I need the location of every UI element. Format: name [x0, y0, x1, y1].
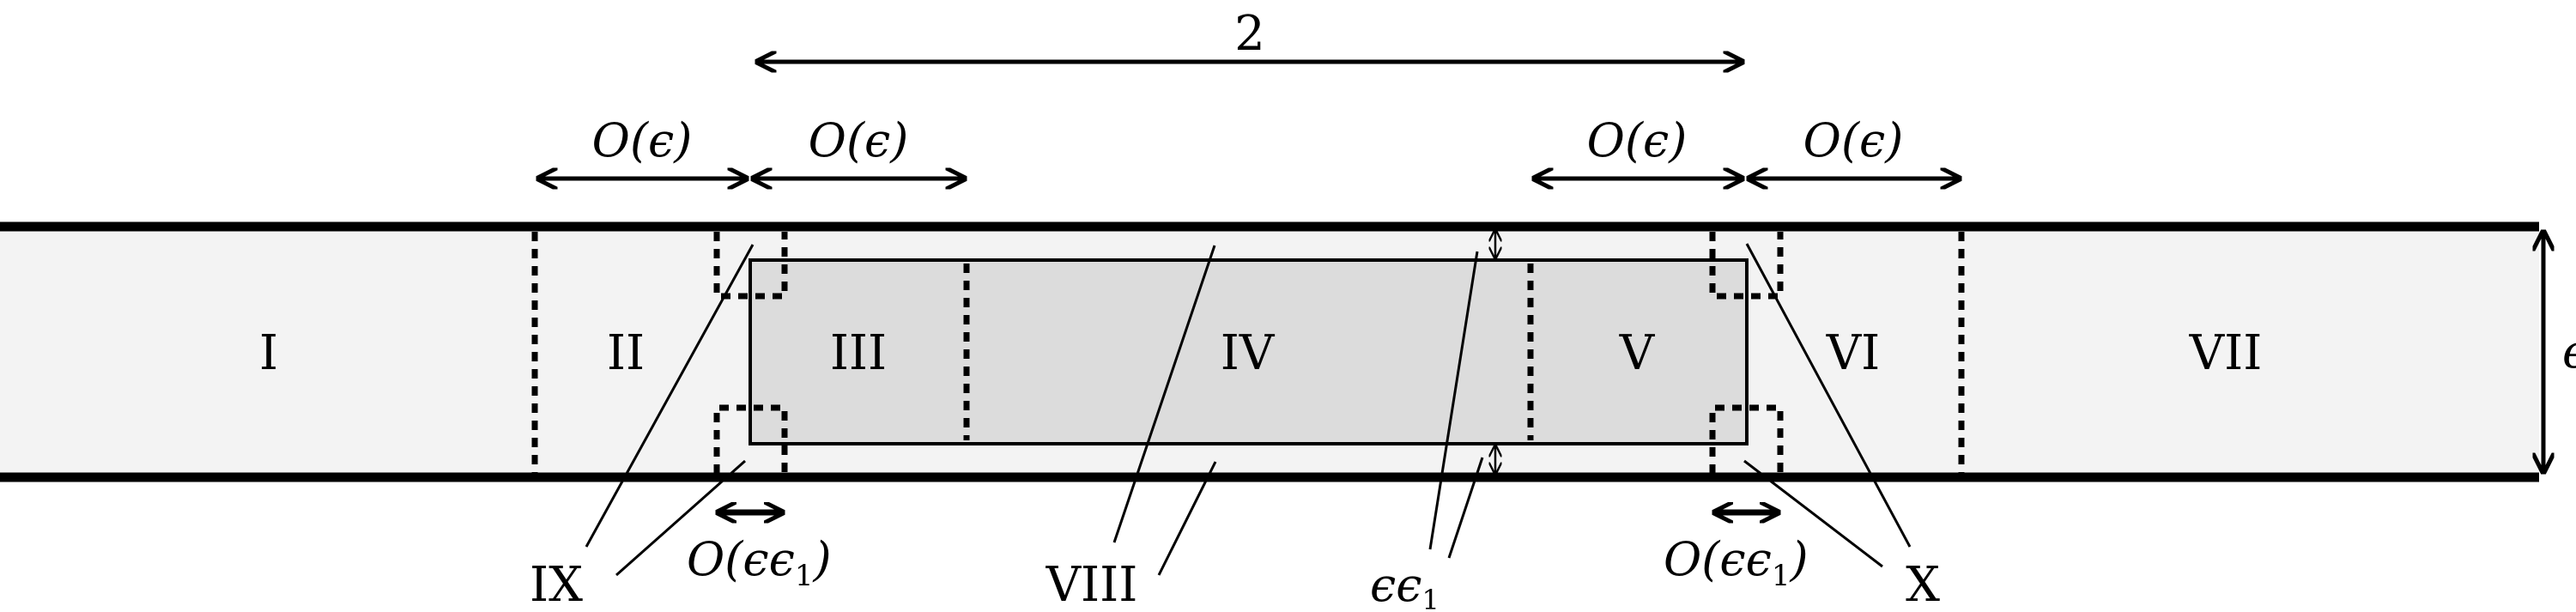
leader-viii-bottom	[1157, 461, 1217, 576]
order-label-vi: O(ϵ)	[1803, 113, 1904, 167]
leader-x-top	[1745, 243, 1912, 548]
inner-domain	[749, 258, 1749, 445]
leader-viii-top	[1112, 245, 1216, 543]
region-label-ii: II	[607, 325, 645, 381]
order-label-ii: O(ϵ)	[592, 113, 693, 167]
gap-label: ϵϵ1	[1370, 558, 1440, 612]
region-label-ix: IX	[530, 557, 583, 612]
leader-ix-top	[585, 244, 755, 548]
order-eps1-label-right: O(ϵϵ1)	[1664, 532, 1809, 593]
leader-eps1-top	[1428, 251, 1479, 550]
width-label: ϵ	[2562, 324, 2576, 379]
order-label-v: O(ϵ)	[1587, 113, 1688, 167]
order-label-iii: O(ϵ)	[809, 113, 909, 167]
region-label-iv: IV	[1221, 325, 1276, 381]
order-eps1-label-left: O(ϵϵ1)	[687, 532, 832, 593]
leader-ix-bottom	[615, 459, 746, 577]
leader-eps1-bottom	[1447, 457, 1484, 559]
region-label-i: I	[259, 325, 278, 381]
region-label-viii: VIII	[1046, 557, 1138, 612]
region-label-x: X	[1906, 557, 1940, 612]
region-label-vi: VI	[1826, 325, 1881, 381]
region-label-iii: III	[830, 325, 887, 381]
region-label-v: V	[1619, 325, 1656, 381]
leader-x-bottom	[1743, 459, 1883, 568]
region-label-vii: VII	[2189, 325, 2263, 381]
length-label: 2	[1234, 6, 1265, 62]
